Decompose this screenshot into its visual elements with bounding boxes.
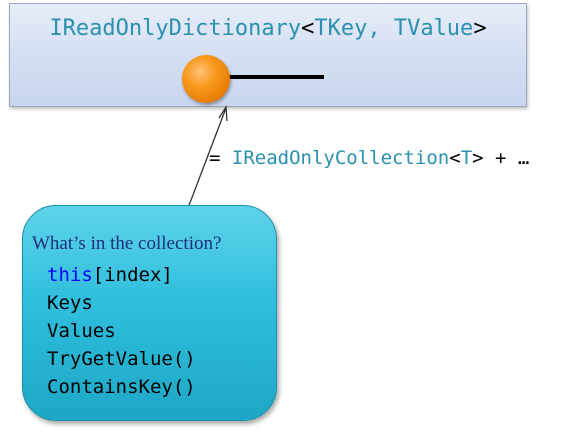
member-keys: Keys [47, 292, 93, 314]
interface-box: IReadOnlyDictionary<TKey, TValue> [9, 3, 527, 107]
indexer-rest: [index] [92, 264, 173, 286]
collection-suffix: > + … [472, 147, 530, 169]
collection-name: IReadOnlyCollection [231, 147, 450, 169]
member-trygetvalue: TryGetValue() [47, 348, 196, 370]
interface-close-bracket: > [473, 16, 487, 41]
callout-title: What’s in the collection? [32, 233, 222, 254]
member-values: Values [47, 320, 116, 342]
member-containskey: ContainsKey() [47, 376, 196, 398]
callout-box: What’s in the collection? this[index] Ke… [22, 205, 277, 421]
equals-prefix: = [209, 147, 232, 169]
interface-open-bracket: < [301, 16, 315, 41]
arrow-line [187, 107, 227, 209]
member-list: this[index] Keys Values TryGetValue() Co… [47, 261, 196, 401]
member-indexer: this[index] [47, 261, 196, 289]
equals-annotation: = IReadOnlyCollection<T> + … [209, 147, 529, 169]
lollipop-stick [228, 75, 324, 79]
lollipop-ball-icon [182, 55, 230, 103]
interface-name: IReadOnlyDictionary [49, 16, 302, 41]
collection-type-param: T [460, 147, 473, 169]
keyword-this: this [47, 264, 93, 286]
interface-title: IReadOnlyDictionary<TKey, TValue> [10, 16, 526, 41]
arrow-head-icon [218, 104, 228, 122]
collection-open-bracket: < [449, 147, 461, 169]
interface-type-params: TKey, TValue [314, 16, 474, 41]
